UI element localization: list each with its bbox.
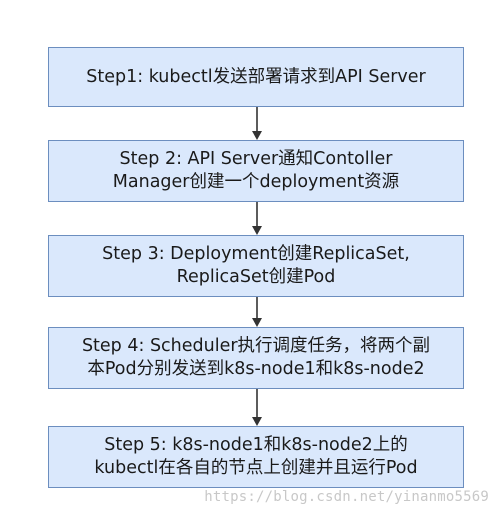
arrow-step1-to-step2 bbox=[252, 107, 262, 140]
step-5-box: Step 5: k8s-node1和k8s-node2上的 kubectl在各自… bbox=[48, 426, 464, 488]
step-5-label: Step 5: k8s-node1和k8s-node2上的 kubectl在各自… bbox=[94, 435, 418, 478]
arrow-step2-to-step3 bbox=[252, 202, 262, 235]
step-2-box: Step 2: API Server通知Contoller Manager创建一… bbox=[48, 140, 464, 202]
step-1-box: Step1: kubectl发送部署请求到API Server bbox=[48, 47, 464, 107]
step-2-label: Step 2: API Server通知Contoller Manager创建一… bbox=[112, 149, 400, 192]
step-1-label: Step1: kubectl发送部署请求到API Server bbox=[86, 66, 426, 87]
step-3-box: Step 3: Deployment创建ReplicaSet, ReplicaS… bbox=[48, 235, 464, 297]
step-4-label: Step 4: Scheduler执行调度任务，将两个副 本Pod分别发送到k8… bbox=[81, 336, 431, 379]
arrow-step4-to-step5 bbox=[252, 389, 262, 426]
watermark-text: https://blog.csdn.net/yinanmo5569 bbox=[204, 489, 489, 505]
step-4-box: Step 4: Scheduler执行调度任务，将两个副 本Pod分别发送到k8… bbox=[48, 327, 464, 389]
arrow-step3-to-step4 bbox=[252, 297, 262, 327]
step-3-label: Step 3: Deployment创建ReplicaSet, ReplicaS… bbox=[102, 244, 410, 287]
